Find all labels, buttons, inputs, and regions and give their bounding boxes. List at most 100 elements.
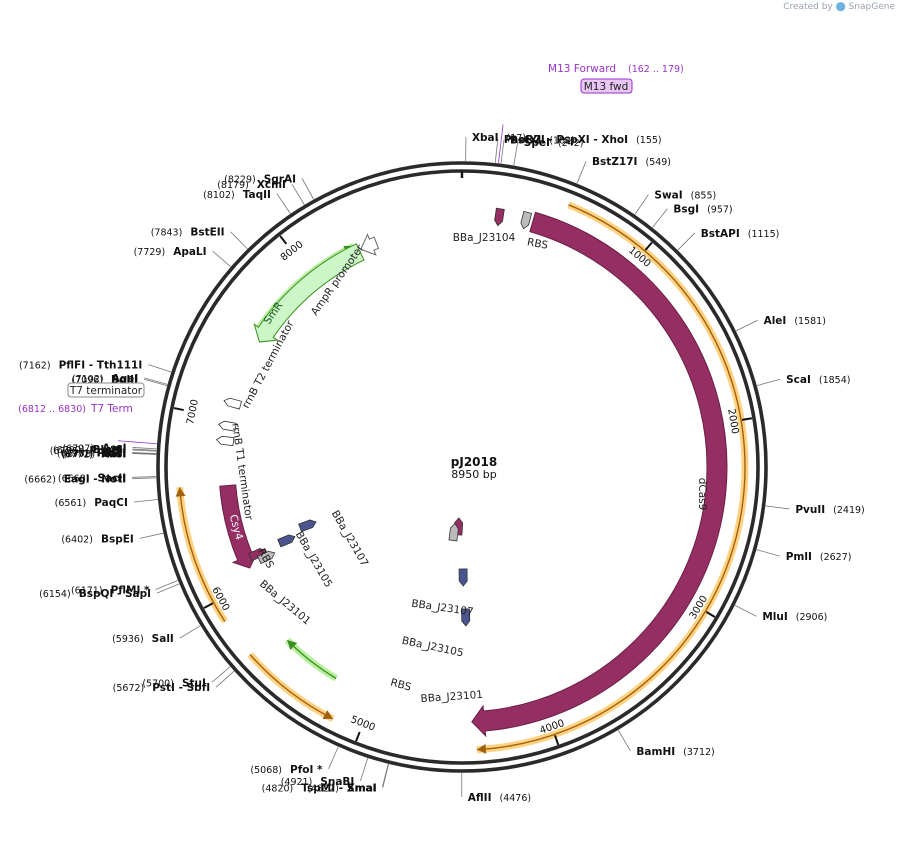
site-sgrai[interactable]: SgrAI(8229) (224, 173, 314, 200)
feature-bba-j23107-9[interactable] (298, 518, 318, 533)
smr-feature[interactable] (253, 243, 365, 343)
site-tspmi-xmai[interactable]: TspMI - XmaI(4820) (262, 763, 389, 794)
feature-bba-j23105-8-shape (277, 534, 296, 548)
site-leader (359, 757, 369, 782)
site-name: PvuII (795, 504, 825, 516)
site-aflii[interactable]: AflII(4476) (461, 772, 531, 804)
site-name: StuI (182, 677, 206, 689)
site-pfoi[interactable]: PfoI *(5068) (250, 746, 339, 776)
feature-bba-j23105-4[interactable] (458, 568, 468, 587)
site-smai[interactable]: SmaI(4822) (307, 763, 389, 794)
site-pluti[interactable]: PluTI(6775) (57, 448, 157, 460)
site-leader (148, 364, 172, 373)
site-name: NarI (101, 448, 126, 460)
site-leader (132, 477, 157, 480)
rrnb-t2-terminator-feature-shape (223, 397, 243, 410)
site-bstapi[interactable]: BstAPI(1115) (677, 228, 780, 251)
site-position: (6786) (50, 446, 82, 457)
site-psti-sbfi[interactable]: PstI - SbfI(5672) (113, 670, 235, 694)
site-name: MluI (762, 611, 787, 623)
m13-forward-range: (162 .. 179) (628, 64, 684, 75)
site-ppumi[interactable]: PpuMI(6786) (50, 445, 157, 457)
feature-rbs-3-shape (448, 522, 459, 542)
primer-m13-forward[interactable]: M13 Forward (162 .. 179) (548, 63, 684, 75)
site-sfoi[interactable]: SfoI(6773) (63, 448, 157, 460)
site-position: (5672) (113, 683, 145, 694)
site-name: SalI (152, 633, 174, 645)
rrnb-t2-terminator-feature[interactable] (223, 397, 243, 410)
rrnb-t1-terminator-feature[interactable] (215, 435, 235, 447)
dcas9-feature[interactable] (471, 211, 728, 738)
site-taqii[interactable]: TaqII(8102) (203, 189, 291, 214)
site-leader (215, 670, 235, 688)
site-leader (382, 763, 389, 788)
site-mlui[interactable]: MluI(2906) (734, 605, 827, 623)
site-bspei[interactable]: BspEI (6402) (61, 532, 164, 545)
site-apali[interactable]: ApaLI(7729) (134, 246, 231, 268)
feature-bba-j23107-5[interactable] (461, 608, 471, 627)
site-scai[interactable]: ScaI(1854) (756, 374, 851, 386)
site-position: (6402) (61, 534, 93, 545)
site-position: (5700) (142, 678, 174, 689)
site-snabi[interactable]: SnaBI(4921) (281, 757, 369, 788)
tick-mark-3000 (705, 611, 716, 618)
site-name: BspEI (101, 533, 134, 545)
site-eagi-noti[interactable]: EagI - NotI(6662) (24, 474, 157, 486)
rrnb-t1-terminator-feature-shape (215, 435, 235, 447)
box-m13-fwd[interactable]: M13 fwd (580, 78, 633, 94)
site-bsgi[interactable]: BsgI(957) (652, 204, 733, 228)
site-asci[interactable]: AscI(6797) (62, 442, 157, 454)
site-position: (7729) (134, 247, 166, 258)
rrnb-t1-terminator-feature-2[interactable] (218, 420, 237, 432)
site-xcmi[interactable]: XcmI(8179) (217, 179, 305, 205)
site-leader (494, 138, 499, 163)
site-pvuii[interactable]: PvuII(2419) (765, 504, 865, 516)
bba-j23105-label-left: BBa_J23105 (293, 529, 335, 589)
site-paqci[interactable]: PaqCI(6561) (55, 497, 158, 509)
site-position: (7096) (71, 375, 103, 386)
plasmid-length: 8950 bp (451, 468, 496, 481)
site-bstxi[interactable]: BstXI(182) (500, 135, 575, 164)
site-stui[interactable]: StuI (5700) (142, 666, 231, 690)
t7-terminator-box (67, 382, 145, 398)
site-agei[interactable]: AgeI(7102) (72, 373, 168, 385)
site-name: BspQI - SapI (79, 588, 151, 600)
feature-rbs-7[interactable] (257, 549, 277, 565)
box-t7-terminator[interactable]: T7 terminator (67, 382, 145, 398)
site-swai[interactable]: SwaI(855) (634, 190, 717, 215)
site-sacii[interactable]: SacII(6668) (58, 472, 157, 484)
feature-bba-j23104-0[interactable] (494, 207, 505, 227)
site-leader (328, 746, 339, 769)
outer-arc-arrow-1 (322, 710, 333, 719)
site-pflfi-tth111i[interactable]: PflFI - Tth111I(7162) (19, 360, 172, 373)
site-name: BbvCI (93, 444, 127, 456)
feature-rbs-1[interactable] (520, 210, 533, 230)
site-leader (156, 583, 180, 594)
layer-features (215, 207, 728, 738)
site-leader (132, 449, 157, 452)
backbone-outer-circle (156, 161, 768, 773)
feature-rbs-7-shape (257, 550, 276, 565)
site-bbvci[interactable]: BbvCI(6790) (53, 444, 157, 456)
site-leader (735, 319, 758, 332)
feature-rbs-3[interactable] (448, 522, 459, 542)
site-paer7i-pspxi-xhoi[interactable]: PaeR7I - PspXI - XhoI(155) (494, 134, 662, 163)
tick-mark-6000 (203, 602, 214, 609)
feature-bba-j23104-0-shape (494, 207, 505, 227)
site-bspqi-sapi[interactable]: BspQI - SapI(6154) (39, 583, 180, 600)
site-bamhi[interactable]: BamHI(3712) (617, 729, 715, 758)
site-name: PluTI (96, 448, 126, 460)
site-pflmi[interactable]: PflMI *(6171) (71, 580, 178, 597)
site-sali[interactable]: SalI(5936) (112, 625, 201, 645)
feature-bba-j23105-8[interactable] (277, 533, 297, 548)
site-pmli[interactable]: PmlI(2627) (756, 549, 852, 563)
site-spei[interactable]: SpeI(242) (513, 137, 584, 166)
site-bsteii[interactable]: BstEII(7843) (151, 227, 248, 250)
primer-t7-term[interactable]: (6812 .. 6830) T7 Term (18, 403, 133, 415)
site-name: EagI - NotI (64, 474, 126, 486)
site-position: (855) (691, 191, 717, 202)
site-bstz17i[interactable]: BstZ17I(549) (576, 156, 671, 184)
site-xbai[interactable]: XbaI(17) (465, 132, 526, 162)
site-alei[interactable]: AleI(1581) (735, 315, 826, 332)
ampr-promoter-feature[interactable] (360, 233, 380, 256)
